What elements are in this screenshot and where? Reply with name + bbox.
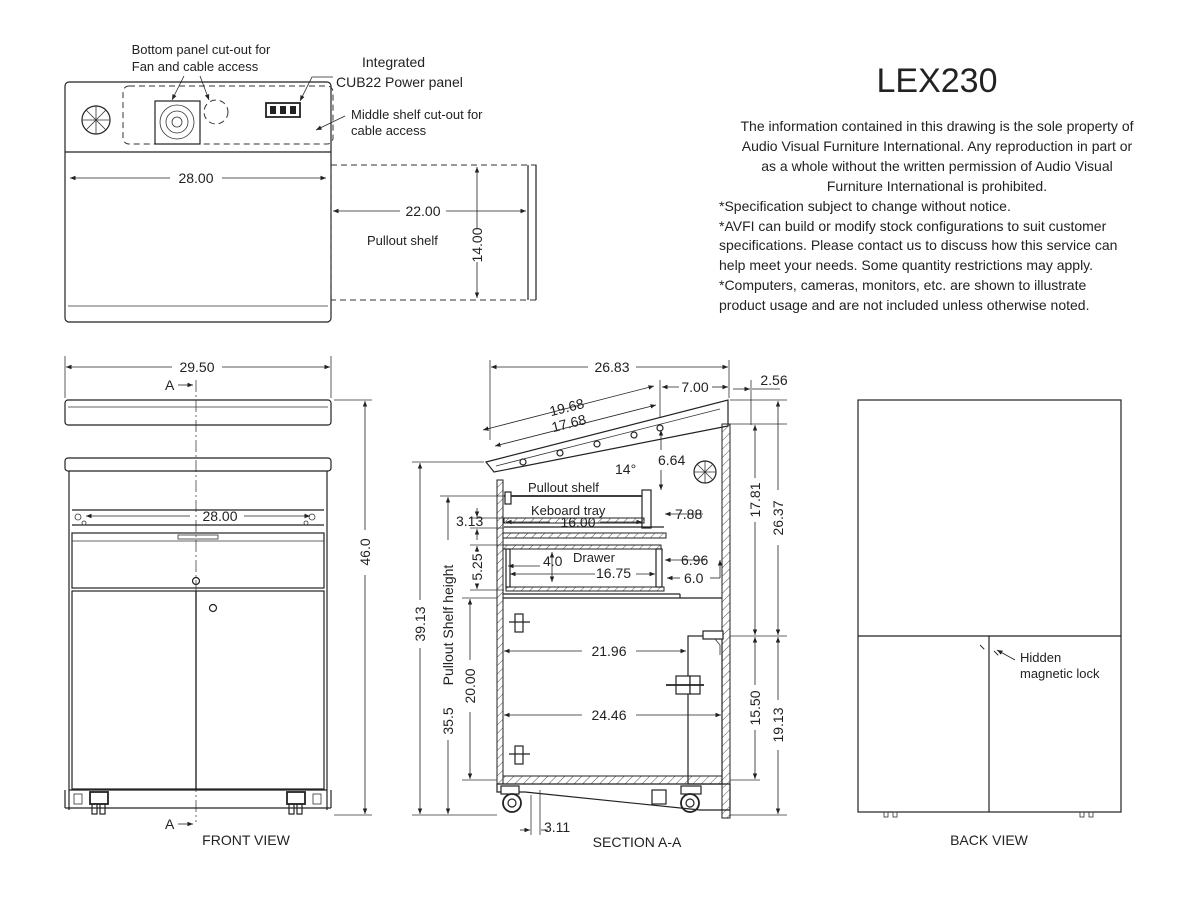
drawer-label: Drawer [573,550,616,565]
dim-overhang: 2.56 [760,372,787,388]
hinge-icon [509,613,530,633]
info-block: The information contained in this drawin… [719,118,1134,313]
info-line: specifications. Please contact us to dis… [719,237,1117,253]
fan-icon [154,100,201,145]
dim-keyboard-width: 16.00 [560,514,595,530]
section-view-label: SECTION A-A [593,834,682,850]
dim-cabinet-height: 20.00 [462,668,478,703]
bottom-panel-note: Bottom panel cut-out for [132,42,271,57]
power-outlet-icon [265,102,301,118]
section-mark: A [165,377,175,393]
fan-icon [693,460,717,484]
front-view-label: FRONT VIEW [202,832,290,848]
section-view: 26.83 7.00 2.56 19.68 17.68 14° 6.64 [412,359,788,850]
lock-icon [208,603,218,613]
dim-top-height: 6.64 [658,452,685,468]
dim-inner-depth: 21.96 [591,643,626,659]
top-view: Bottom panel cut-out for Fan and cable a… [64,42,537,323]
hinge-icon [509,745,530,765]
back-view: Hidden magnetic lock BACK VIEW [857,399,1122,848]
middle-shelf-note: Middle shelf cut-out for [351,107,483,122]
dim-upper-height: 17.81 [747,482,763,517]
dim-inner-width: 28.00 [202,508,237,524]
drawing-title: LEX230 [877,62,998,100]
info-line: *AVFI can build or modify stock configur… [719,218,1107,234]
caster-icon [500,785,522,813]
caster-icon [73,791,109,815]
dim-shelf-height: 39.13 [412,606,428,641]
info-line: Furniture International is prohibited. [827,178,1047,194]
info-line: The information contained in this drawin… [741,118,1134,134]
bottom-panel-note: Fan and cable access [132,59,259,74]
caster-icon [883,811,898,818]
info-line: Audio Visual Furniture International. An… [742,138,1133,154]
lock-icon [191,576,201,586]
info-line: help meet your needs. Some quantity rest… [719,257,1093,273]
middle-shelf-note: cable access [351,123,427,138]
info-line: as a whole without the written permissio… [761,158,1113,174]
dim-height: 46.0 [357,538,373,565]
caster-icon [1079,811,1094,818]
keyboard-tray-label: Keboard tray [531,503,606,518]
dim-shelf-height-label: Pullout Shelf height [440,565,456,686]
dim-overall-width: 29.50 [179,359,214,375]
dim-depth: 26.83 [594,359,629,375]
power-panel-note: CUB22 Power panel [336,74,463,90]
dim-total-height: 26.37 [770,500,786,535]
dim-lower-h1: 15.50 [747,690,763,725]
lock-note: magnetic lock [1020,666,1100,681]
vent-icon [81,105,111,135]
pullout-shelf-label: Pullout shelf [367,233,438,248]
dim-drawer-width: 16.75 [596,565,631,581]
back-view-label: BACK VIEW [950,832,1029,848]
section-mark: A [165,816,175,832]
caster-icon [286,791,322,815]
dim-drawer-d1: 6.96 [681,552,708,568]
dim-top-flat: 7.00 [681,379,708,395]
dim-drawer-gap: 5.25 [469,553,485,580]
angle-label: 14° [615,461,636,477]
dim-lower-h2: 19.13 [770,707,786,742]
dim-pullout-depth: 22.00 [405,203,440,219]
info-line: *Specification subject to change without… [719,198,1011,214]
lock-note: Hidden [1020,650,1061,665]
dim-keyboard-depth: 7.88 [675,506,702,522]
front-view: 29.50 A A 28.00 [64,356,373,848]
dim-caster-offset: 3.11 [544,819,570,835]
hinge-icon [666,675,704,695]
dim-width: 28.00 [178,170,213,186]
info-line: product usage and are not included unles… [719,297,1089,313]
caster-icon [651,785,702,813]
dim-keyboard-gap: 3.13 [456,513,483,529]
info-line: *Computers, cameras, monitors, etc. are … [719,277,1086,293]
pullout-shelf-label: Pullout shelf [528,480,599,495]
dim-drawer-height: 4.0 [543,553,563,569]
power-panel-note: Integrated [362,54,425,70]
dim-drawer-d2: 6.0 [684,570,704,586]
dim-shelf-height-2: 35.5 [440,707,456,734]
dim-outer-depth: 24.46 [591,707,626,723]
dim-pullout-width: 14.00 [469,227,485,262]
